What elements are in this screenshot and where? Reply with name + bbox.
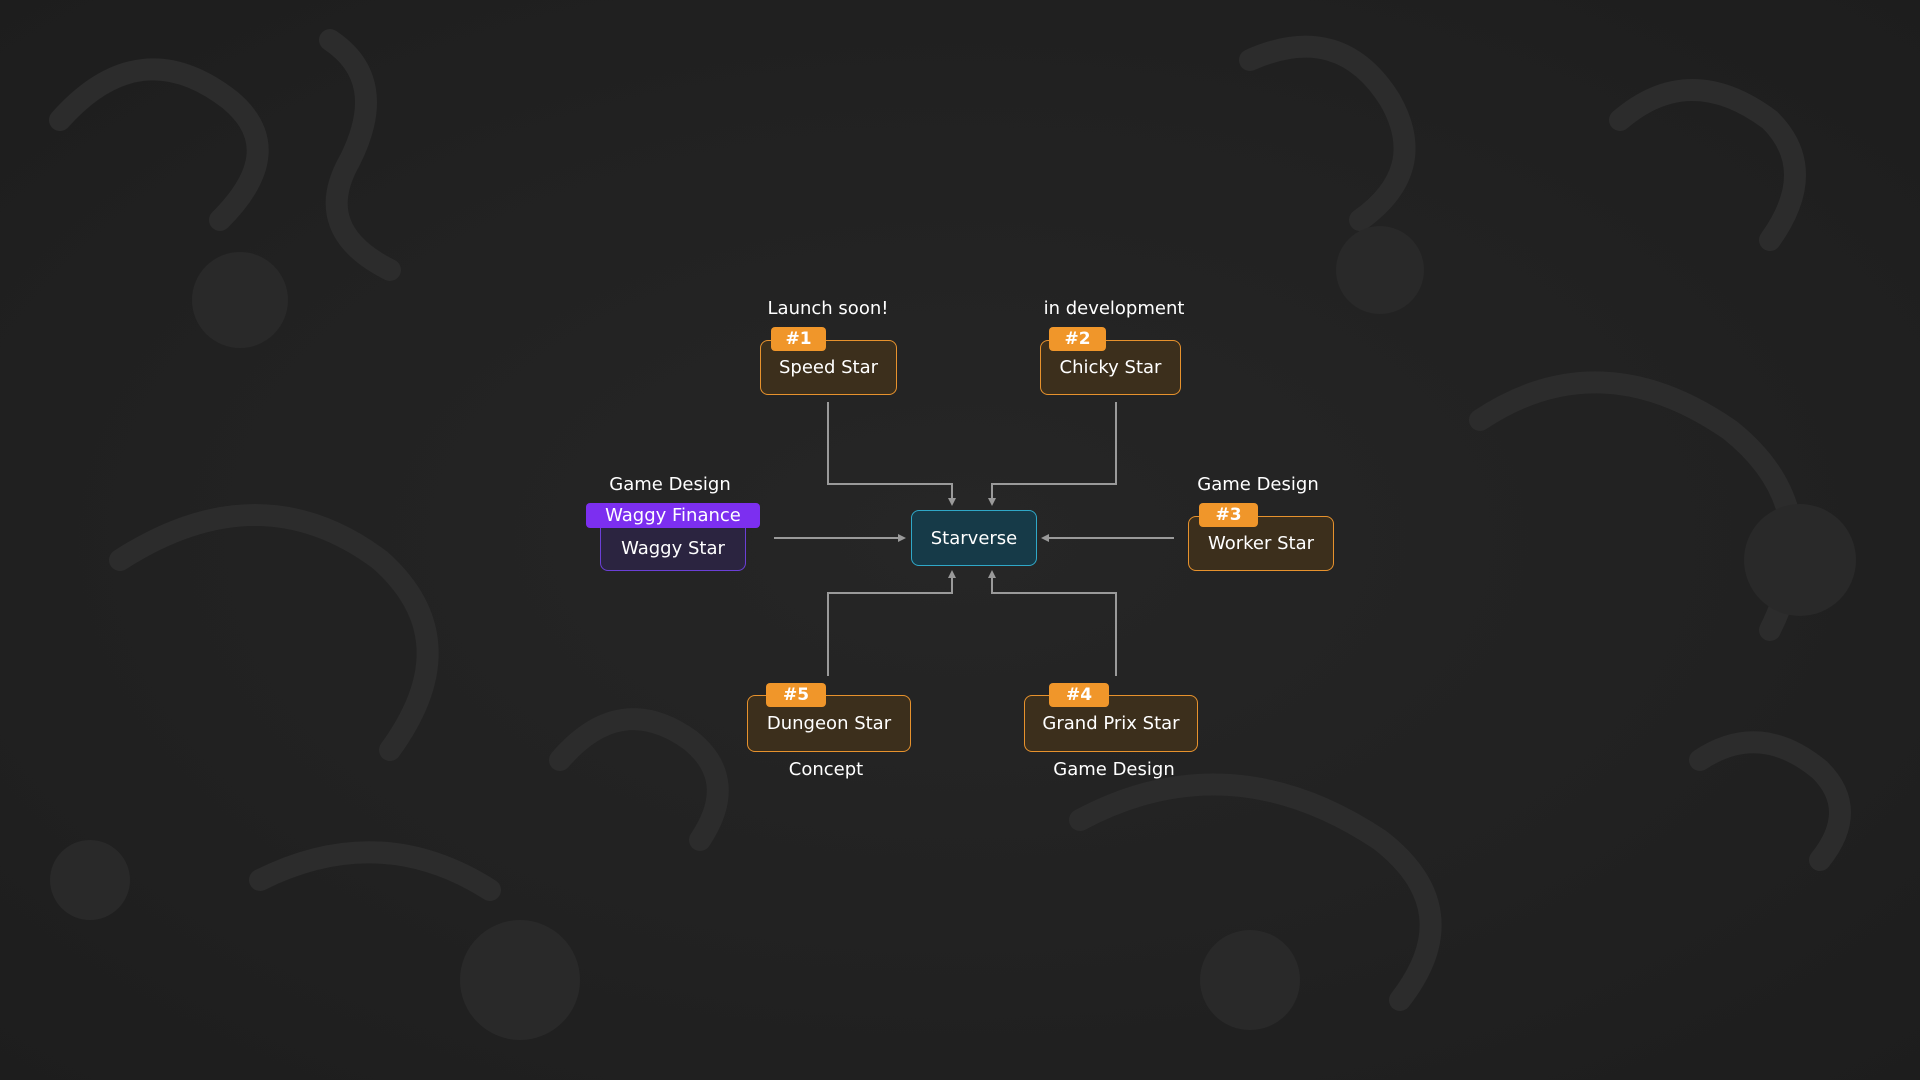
node-starverse[interactable]: Starverse <box>911 510 1037 566</box>
status-worker-star: Game Design <box>1197 474 1319 495</box>
edge-dungeon-starverse <box>827 570 956 676</box>
node-dungeon-star[interactable]: Dungeon Star <box>747 695 911 752</box>
node-waggy-star-label: Waggy Star <box>621 538 725 559</box>
rank-badge-worker-star: #3 <box>1199 503 1258 527</box>
status-grand-prix-star: Game Design <box>1053 759 1175 780</box>
tag-badge-waggy-finance: Waggy Finance <box>586 503 760 528</box>
node-dungeon-star-label: Dungeon Star <box>766 713 892 734</box>
node-worker-star[interactable]: Worker Star <box>1188 516 1334 571</box>
rank-badge-grand-prix-star: #4 <box>1049 683 1109 707</box>
rank-badge-dungeon-star: #5 <box>766 683 826 707</box>
status-chicky-star: in development <box>1043 298 1185 319</box>
edge-speed-starverse <box>827 402 956 506</box>
edge-chicky-starverse <box>988 402 1117 506</box>
edge-grandprix-starverse <box>988 570 1117 676</box>
rank-badge-speed-star: #1 <box>771 327 826 351</box>
node-worker-star-label: Worker Star <box>1207 533 1315 554</box>
status-dungeon-star: Concept <box>788 759 864 780</box>
node-speed-star-label: Speed Star <box>778 357 879 378</box>
node-starverse-label: Starverse <box>930 527 1018 549</box>
node-chicky-star-label: Chicky Star <box>1059 357 1162 378</box>
status-waggy-star: Game Design <box>609 474 731 495</box>
node-grand-prix-star-label: Grand Prix Star <box>1042 713 1180 734</box>
rank-badge-chicky-star: #2 <box>1049 327 1106 351</box>
status-speed-star: Launch soon! <box>767 298 889 319</box>
